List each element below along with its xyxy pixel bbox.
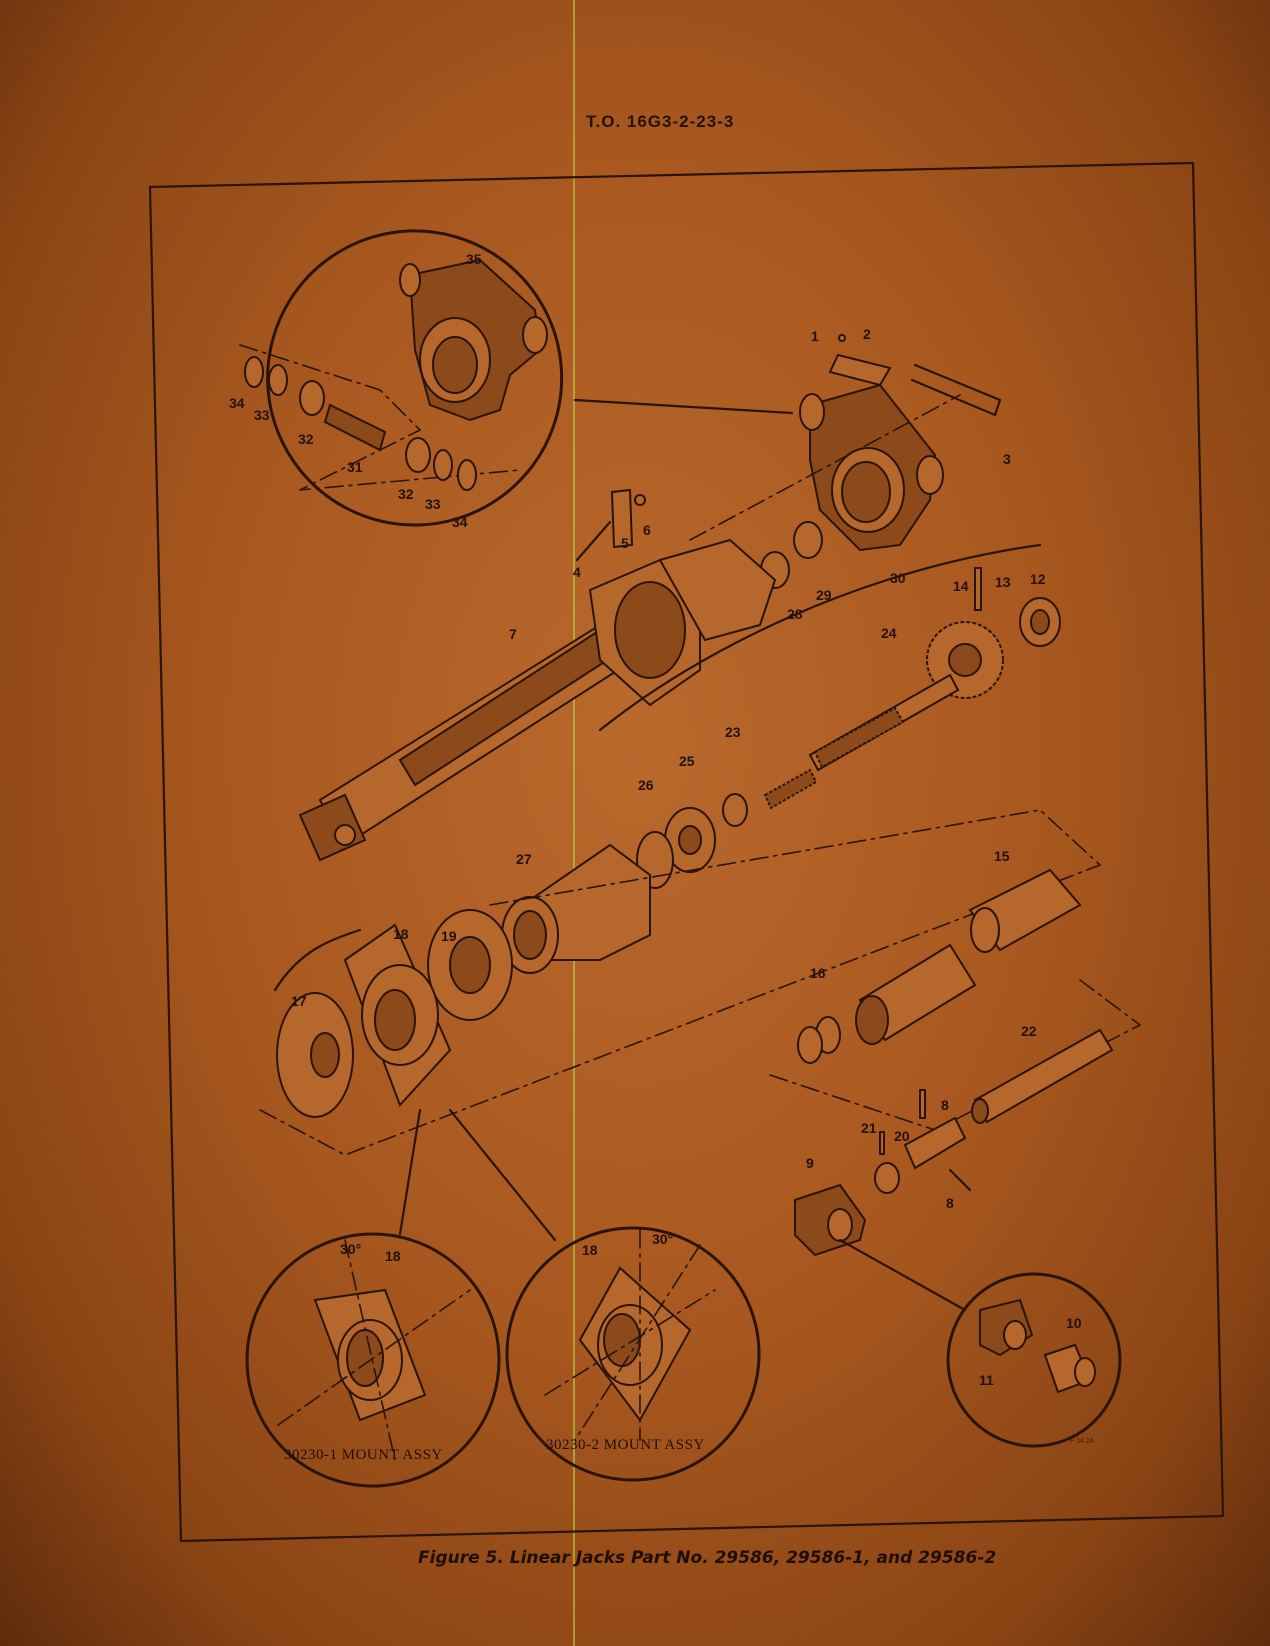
callout-32: 32 <box>398 486 414 502</box>
angle-label: 30° <box>340 1241 361 1257</box>
housing-27-and-mount <box>259 809 1101 1156</box>
callout-33: 33 <box>425 496 441 512</box>
callout-30: 30 <box>890 570 906 586</box>
tube-assembly-7 <box>298 488 1042 862</box>
callout-10: 10 <box>1066 1315 1082 1331</box>
callout-23: 23 <box>725 724 741 740</box>
plate-code: F 14 24 <box>1070 1438 1094 1445</box>
bushing-inset <box>946 1272 1122 1448</box>
callout-15: 15 <box>994 848 1010 864</box>
mount-assy-1-label: 30230-1 MOUNT ASSY <box>284 1447 443 1463</box>
callout-2: 2 <box>863 326 871 342</box>
callout-1: 1 <box>811 328 819 344</box>
callout-14: 14 <box>953 578 969 594</box>
callout-13: 13 <box>995 574 1011 590</box>
callout-8: 8 <box>946 1195 954 1211</box>
gear-and-screw <box>636 567 1061 889</box>
callout-28: 28 <box>787 606 803 622</box>
callout-labels: 35 34 33 32 31 32 33 34 1 2 3 4 5 6 28 2… <box>229 251 1082 1388</box>
callout-18: 18 <box>385 1248 401 1264</box>
callout-35: 35 <box>466 251 482 267</box>
callout-26: 26 <box>638 777 654 793</box>
callout-27: 27 <box>516 851 532 867</box>
callout-18: 18 <box>582 1242 598 1258</box>
callout-6: 6 <box>643 522 651 538</box>
callout-34: 34 <box>452 514 468 530</box>
figure-caption: Figure 5. Linear Jacks Part No. 29586, 2… <box>418 1548 996 1568</box>
callout-25: 25 <box>679 753 695 769</box>
leader-line <box>448 1108 557 1242</box>
leader-line <box>398 1108 422 1236</box>
callout-31: 31 <box>347 459 363 475</box>
mount-assy-2-inset <box>505 1226 761 1482</box>
callout-21: 21 <box>861 1120 877 1136</box>
callout-4: 4 <box>573 564 581 580</box>
angle-label: 30° <box>652 1231 673 1247</box>
callout-22: 22 <box>1021 1023 1037 1039</box>
callout-29: 29 <box>816 587 832 603</box>
mount-assy-1-inset <box>245 1232 501 1488</box>
callout-9: 9 <box>806 1155 814 1171</box>
leader-line <box>573 398 794 415</box>
mount-assy-2-label: 30230-2 MOUNT ASSY <box>546 1437 705 1453</box>
figure-frame <box>148 161 1225 1543</box>
housing-30 <box>689 334 1002 589</box>
tubes-15-16-22 <box>769 868 1141 1312</box>
callout-11: 11 <box>979 1372 994 1388</box>
callout-17: 17 <box>291 993 307 1009</box>
document-number: T.O. 16G3-2-23-3 <box>586 112 734 131</box>
callout-8: 8 <box>941 1097 949 1113</box>
callout-34: 34 <box>229 395 245 411</box>
callout-20: 20 <box>894 1128 910 1144</box>
callout-16: 16 <box>810 965 826 981</box>
callout-32: 32 <box>298 431 314 447</box>
callout-33: 33 <box>254 407 270 423</box>
callout-12: 12 <box>1030 571 1046 587</box>
callout-5: 5 <box>621 535 629 551</box>
callout-18: 18 <box>393 926 409 942</box>
callout-3: 3 <box>1003 451 1011 467</box>
callout-7: 7 <box>509 626 517 642</box>
callout-19: 19 <box>441 928 457 944</box>
callout-24: 24 <box>881 625 897 641</box>
inset-housing-detail <box>239 229 564 527</box>
